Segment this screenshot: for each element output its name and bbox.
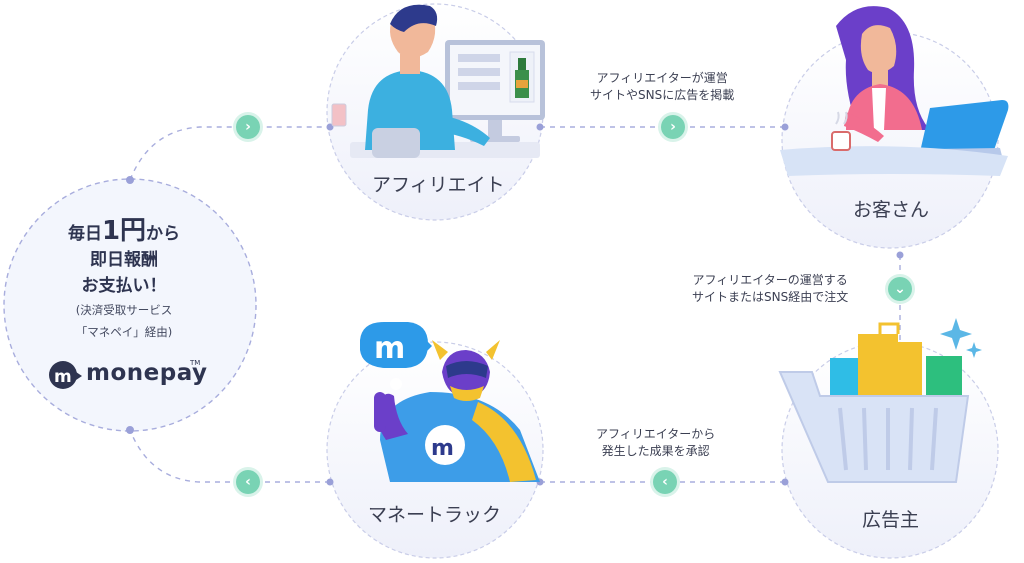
svg-text:m: m <box>431 436 454 461</box>
affiliate-illustration <box>331 4 545 158</box>
sparkle-icon <box>940 318 972 350</box>
flow-customer-to-advertiser: アフィリエイターの運営する サイトまたはSNS経由で注文 <box>692 272 848 306</box>
node-label-manetrack: マネートラック <box>368 504 502 526</box>
monepay-logo: monepay TM <box>48 359 207 390</box>
center-headline-3: お支払い！ <box>81 276 167 296</box>
flow-advertiser-to-manetrack: アフィリエイターから 発生した成果を承認 <box>596 426 715 460</box>
flow-text-line: 発生した成果を承認 <box>601 444 710 458</box>
chevron-left-icon: ‹ <box>236 470 260 494</box>
headline-suffix: から <box>146 224 181 244</box>
line-manetrack-to-center <box>129 429 330 483</box>
node-label-customer: お客さん <box>853 199 930 221</box>
flow-affiliate-to-customer: アフィリエイターが運営 サイトやSNSに広告を掲載 <box>590 70 734 104</box>
chevron-left-icon: ‹ <box>653 470 677 494</box>
center-headline-1: 毎日1円から <box>10 218 238 247</box>
monepay-logo-mark: m <box>49 361 82 389</box>
node-label-affiliate: アフィリエイト <box>372 174 505 196</box>
node-label-advertiser: 広告主 <box>862 509 920 531</box>
svg-text:m: m <box>374 331 405 366</box>
line-center-to-affiliate <box>129 126 330 181</box>
svg-text:m: m <box>54 367 72 387</box>
connector-lines <box>129 126 901 483</box>
flow-text-line: サイトまたはSNS経由で注文 <box>692 290 849 304</box>
center-message: 毎日1円から 即日報酬 お支払い！ (決済受取サービス 「マネペイ」経由) <box>10 218 238 343</box>
flow-text-line: アフィリエイターが運営 <box>596 71 728 85</box>
headline-prefix: 毎日 <box>67 224 102 244</box>
monepay-logo-text: monepay <box>86 360 208 386</box>
manetrack-illustration: m m <box>360 322 540 482</box>
headline-amount: 1円 <box>101 216 147 246</box>
flow-text-line: アフィリエイターの運営する <box>692 273 848 287</box>
customer-illustration <box>780 6 1009 176</box>
advertiser-illustration <box>778 318 982 483</box>
chevron-right-icon: › <box>236 115 260 139</box>
customer-circle <box>781 31 999 249</box>
flow-text-line: サイトやSNSに広告を掲載 <box>590 88 735 102</box>
center-note-2: 「マネペイ」経由) <box>75 325 173 339</box>
chevron-down-icon: ⌄ <box>888 277 912 301</box>
flow-text-line: アフィリエイターから <box>596 427 716 441</box>
monepay-logo-tm: TM <box>190 359 201 367</box>
center-headline-2: 即日報酬 <box>90 250 158 270</box>
chevron-right-icon: › <box>661 115 685 139</box>
center-note-1: (決済受取サービス <box>75 303 173 317</box>
